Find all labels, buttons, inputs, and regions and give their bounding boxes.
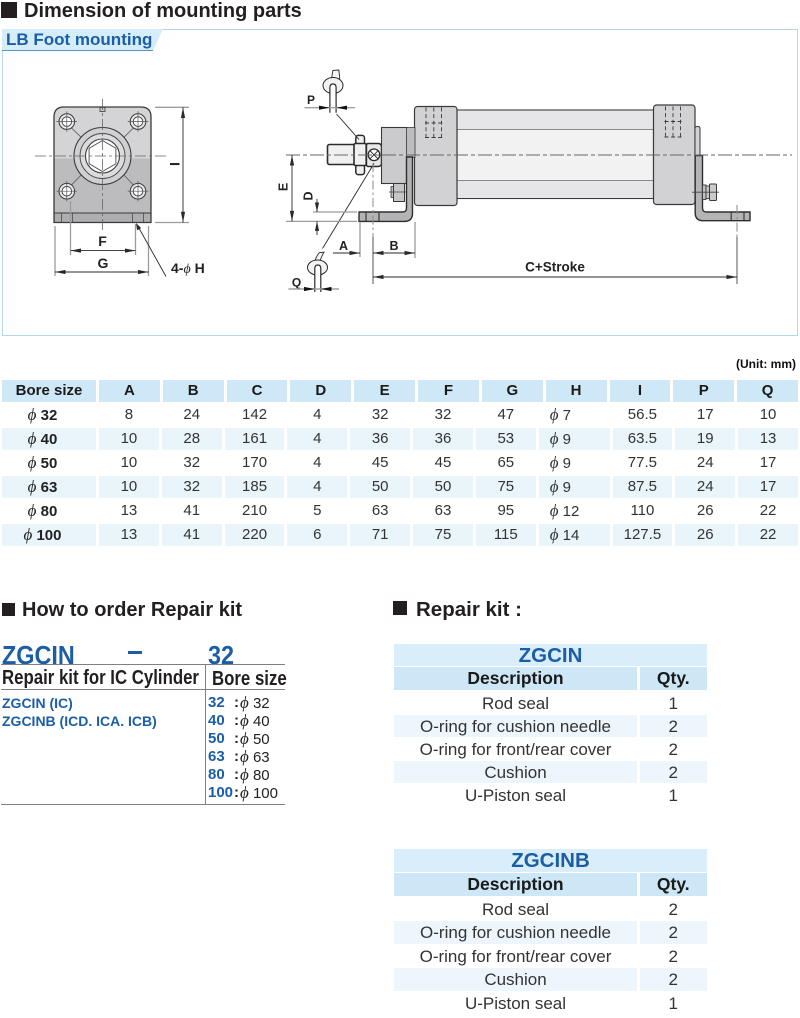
svg-text:F: F (98, 233, 107, 249)
svg-text:B: B (389, 239, 398, 253)
svg-text:G: G (98, 255, 109, 271)
svg-text:C+Stroke: C+Stroke (525, 260, 585, 275)
svg-text:E: E (276, 183, 290, 191)
svg-text:A: A (339, 239, 348, 253)
svg-text:I: I (167, 162, 183, 166)
svg-text:Q: Q (292, 276, 301, 290)
svg-text:4-ϕ H: 4-ϕ H (171, 260, 205, 277)
svg-text:P: P (307, 93, 315, 107)
svg-text:D: D (301, 191, 315, 200)
